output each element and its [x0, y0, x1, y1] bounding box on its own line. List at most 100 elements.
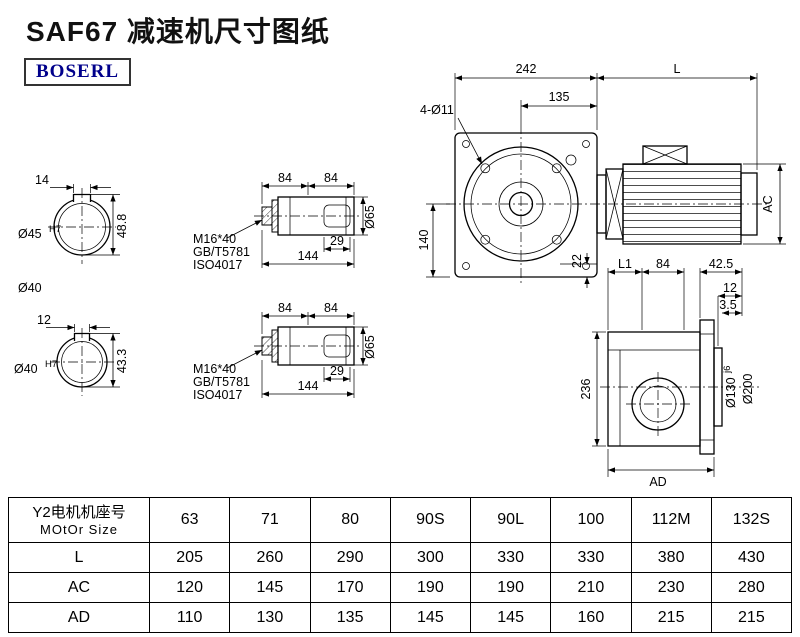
shaft-detail-2: 84 84 29 144 Ø65 M16*40 GB/T5781 ISO4017 — [193, 301, 377, 402]
table-cell: 210 — [550, 572, 632, 603]
brand-logo-text: BOSERL — [36, 61, 120, 82]
size-col-header: 80 — [309, 497, 391, 543]
dim-84a-label: 84 — [278, 301, 292, 315]
motor-size-table: Y2电机机座号 MOtOr Size 63 71 80 90S 90L 100 … — [8, 497, 793, 633]
shaft-detail-1: 84 84 29 144 Ø65 M16*40 GB/T5781 ISO4017 — [193, 171, 377, 272]
technical-drawing: 242 L 135 4-Ø11 140 22 AC — [14, 62, 786, 489]
table-cell: 330 — [469, 542, 552, 573]
table-cell: 330 — [550, 542, 632, 573]
terminal-box — [642, 145, 688, 165]
table-header-row: Y2电机机座号 MOtOr Size 63 71 80 90S 90L 100 … — [8, 497, 793, 543]
table-cell: 205 — [148, 542, 231, 573]
dim-12-label: 12 — [37, 313, 51, 327]
dim-4xd11-label: 4-Ø11 — [420, 103, 454, 117]
motor-drawing — [596, 145, 758, 245]
size-col-header: 90S — [389, 497, 472, 543]
bolt-spec-line1: M16*40 — [193, 232, 236, 246]
brand-logo: BOSERL — [24, 58, 132, 86]
dia-40-label: Ø40 — [18, 281, 42, 295]
table-row-AD: AD 110 130 135 145 145 160 215 215 — [8, 602, 793, 633]
table-cell: 120 — [148, 572, 231, 603]
dim-L-label: L — [674, 62, 681, 76]
dim-3-5-label: 3.5 — [719, 298, 736, 312]
table-cell: 160 — [550, 602, 632, 633]
table-cell: 215 — [710, 602, 793, 633]
table-cell: 380 — [630, 542, 712, 573]
table-cell: 130 — [229, 602, 311, 633]
dim-14-label: 14 — [35, 173, 49, 187]
flange-bolt-hole — [480, 163, 491, 174]
bolt-spec-line3: ISO4017 — [193, 388, 242, 402]
shaft-end-view-2: 12 Ø40 H7 43.3 — [14, 313, 129, 396]
motor-size-header: Y2电机机座号 MOtOr Size — [8, 497, 150, 543]
dim-d65-label: Ø65 — [363, 335, 377, 359]
table-cell: 170 — [309, 572, 391, 603]
row-label: L — [8, 542, 150, 573]
dim-84a-label: 84 — [278, 171, 292, 185]
dia-45-label: Ø45 — [18, 227, 42, 241]
table-cell: 300 — [389, 542, 472, 573]
size-col-header: 100 — [550, 497, 632, 543]
dim-84b-label: 84 — [324, 171, 338, 185]
page-title: SAF67 减速机尺寸图纸 — [26, 16, 330, 47]
table-cell: 145 — [229, 572, 311, 603]
dim-AD-label: AD — [649, 475, 666, 489]
dim-144-label: 144 — [298, 249, 319, 263]
size-col-header: 90L — [469, 497, 552, 543]
dia-40h7-label: Ø40 — [14, 362, 38, 376]
dim-d65-label: Ø65 — [363, 205, 377, 229]
table-cell: 215 — [630, 602, 712, 633]
motor-body — [622, 163, 742, 245]
dia-40h7-tolerance: H7 — [45, 359, 57, 370]
dim-236-label: 236 — [579, 379, 593, 400]
dim-84-label: 84 — [656, 257, 670, 271]
table-row-AC: AC 120 145 170 190 190 210 230 280 — [8, 572, 793, 603]
table-row-L: L 205 260 290 300 330 330 380 430 — [8, 542, 793, 573]
dim-144-label: 144 — [298, 379, 319, 393]
dia-130-label: Ø130 — [724, 377, 738, 408]
dim-L1-label: L1 — [618, 257, 632, 271]
dim-42-5-label: 42.5 — [709, 257, 733, 271]
dim-84b-label: 84 — [324, 301, 338, 315]
table-cell: 145 — [469, 602, 552, 633]
dim-AC-label: AC — [761, 195, 775, 212]
table-cell: 280 — [710, 572, 793, 603]
dim-29-label: 29 — [330, 364, 344, 378]
gearbox-side-view: 236 L1 84 42.5 12 3.5 Ø130 j6 Ø200 — [579, 257, 760, 489]
dia-45-tolerance: H7 — [49, 224, 61, 235]
size-col-header: 63 — [148, 497, 231, 543]
front-view-dimensions: 242 L 135 4-Ø11 140 22 AC — [417, 62, 786, 288]
header-line-en: MOtOr Size — [40, 522, 118, 537]
header-line-cn: Y2电机机座号 — [32, 504, 126, 521]
row-label: AC — [8, 572, 150, 603]
shaft-end-view-1: 14 Ø45 H7 48.8 Ø40 — [18, 173, 129, 295]
table-cell: 260 — [229, 542, 311, 573]
dim-48-8-label: 48.8 — [115, 214, 129, 238]
dim-242-label: 242 — [516, 62, 537, 76]
row-label: AD — [8, 602, 150, 633]
dim-135-label: 135 — [549, 90, 570, 104]
table-cell: 290 — [309, 542, 391, 573]
dia-130-tolerance: j6 — [722, 366, 733, 374]
table-cell: 190 — [389, 572, 472, 603]
dim-29-label: 29 — [330, 234, 344, 248]
dim-22-label: 22 — [570, 254, 584, 268]
table-cell: 110 — [148, 602, 231, 633]
motor-end-cap — [740, 172, 758, 236]
size-col-header: 112M — [630, 497, 712, 543]
dia-200-label: Ø200 — [741, 374, 755, 405]
bolt-spec-line3: ISO4017 — [193, 258, 242, 272]
bolt-spec-line2: GB/T5781 — [193, 375, 250, 389]
table-cell: 190 — [469, 572, 552, 603]
bolt-spec-line1: M16*40 — [193, 362, 236, 376]
dim-140-label: 140 — [417, 230, 431, 251]
dim-43-3-label: 43.3 — [115, 349, 129, 373]
table-cell: 430 — [710, 542, 793, 573]
dim-12-label: 12 — [723, 281, 737, 295]
size-col-header: 71 — [229, 497, 311, 543]
table-cell: 230 — [630, 572, 712, 603]
table-cell: 145 — [389, 602, 472, 633]
table-cell: 135 — [309, 602, 391, 633]
bolt-spec-line2: GB/T5781 — [193, 245, 250, 259]
